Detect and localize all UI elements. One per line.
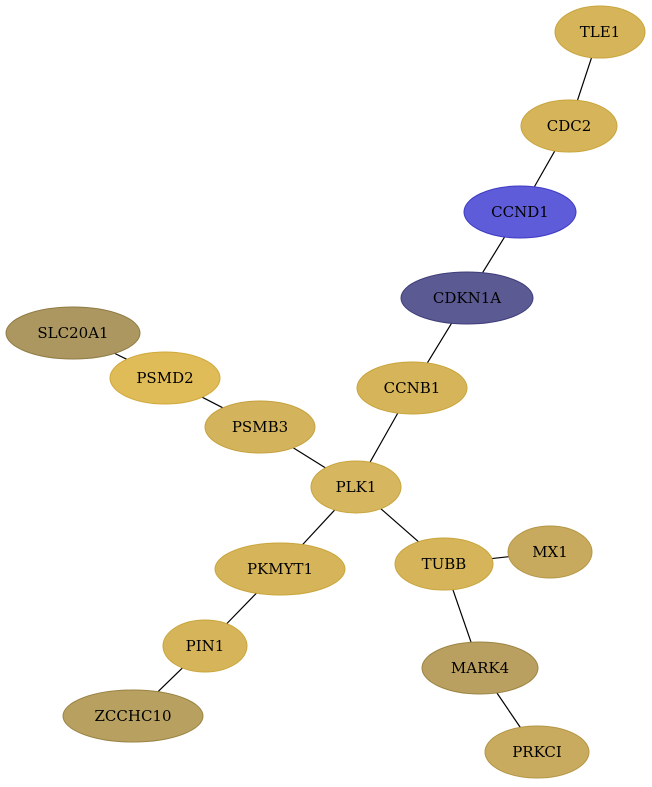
node-tubb[interactable]: TUBB (394, 537, 494, 591)
node-shape-cdc2 (520, 99, 618, 153)
node-prkci[interactable]: PRKCI (484, 725, 590, 779)
node-pkmyt1[interactable]: PKMYT1 (214, 542, 346, 596)
node-label-prkci: PRKCI (512, 743, 562, 761)
node-tle1[interactable]: TLE1 (554, 5, 646, 59)
node-label-ccnd1: CCND1 (491, 203, 549, 221)
edge-tubb-mark4 (452, 589, 472, 643)
node-label-tle1: TLE1 (580, 23, 620, 41)
node-shape-tle1 (554, 5, 646, 59)
node-shape-psmb3 (204, 400, 316, 454)
edge-ccnd1-cdkn1a (482, 236, 506, 274)
edge-mark4-prkci (496, 692, 521, 728)
node-mark4[interactable]: MARK4 (421, 641, 539, 695)
node-label-psmb3: PSMB3 (232, 418, 288, 436)
edge-psmd2-psmb3 (201, 396, 224, 409)
edges-layer (114, 57, 593, 728)
edge-pkmyt1-pin1 (226, 592, 257, 625)
node-label-cdc2: CDC2 (547, 117, 592, 135)
node-shape-psmd2 (109, 351, 221, 405)
node-zcchc10[interactable]: ZCCHC10 (62, 689, 204, 743)
node-slc20a1[interactable]: SLC20A1 (5, 306, 141, 360)
node-shape-cdkn1a (400, 271, 534, 325)
node-shape-prkci (484, 725, 590, 779)
node-psmb3[interactable]: PSMB3 (204, 400, 316, 454)
edge-psmb3-plk1 (292, 447, 326, 469)
node-label-pin1: PIN1 (186, 637, 225, 655)
node-label-ccnb1: CCNB1 (384, 379, 441, 397)
node-shape-zcchc10 (62, 689, 204, 743)
edge-plk1-pkmyt1 (302, 509, 336, 546)
node-label-cdkn1a: CDKN1A (433, 289, 501, 307)
node-shape-mark4 (421, 641, 539, 695)
node-mx1[interactable]: MX1 (507, 525, 593, 579)
node-shape-tubb (394, 537, 494, 591)
edge-ccnb1-plk1 (369, 412, 399, 463)
node-label-plk1: PLK1 (336, 478, 377, 496)
node-shape-pkmyt1 (214, 542, 346, 596)
node-label-psmd2: PSMD2 (136, 369, 193, 387)
node-label-tubb: TUBB (422, 555, 467, 573)
node-shape-slc20a1 (5, 306, 141, 360)
node-ccnb1[interactable]: CCNB1 (356, 361, 468, 415)
node-shape-pin1 (162, 619, 248, 673)
node-plk1[interactable]: PLK1 (310, 460, 402, 514)
node-shape-plk1 (310, 460, 402, 514)
node-ccnd1[interactable]: CCND1 (463, 185, 577, 239)
node-shape-mx1 (507, 525, 593, 579)
node-label-slc20a1: SLC20A1 (37, 324, 108, 342)
node-label-mx1: MX1 (532, 543, 568, 561)
edge-plk1-tubb (380, 508, 419, 543)
edge-tle1-cdc2 (576, 57, 593, 101)
edge-slc20a1-psmd2 (114, 352, 128, 360)
node-label-pkmyt1: PKMYT1 (247, 560, 313, 578)
edge-cdc2-ccnd1 (533, 150, 556, 188)
node-cdc2[interactable]: CDC2 (520, 99, 618, 153)
node-label-zcchc10: ZCCHC10 (94, 707, 171, 725)
node-psmd2[interactable]: PSMD2 (109, 351, 221, 405)
edge-pin1-zcchc10 (157, 667, 183, 693)
node-cdkn1a[interactable]: CDKN1A (400, 271, 534, 325)
node-shape-ccnb1 (356, 361, 468, 415)
node-shape-ccnd1 (463, 185, 577, 239)
node-label-mark4: MARK4 (451, 659, 509, 677)
edge-tubb-mx1 (491, 556, 509, 560)
edge-cdkn1a-ccnb1 (426, 322, 453, 364)
node-pin1[interactable]: PIN1 (162, 619, 248, 673)
